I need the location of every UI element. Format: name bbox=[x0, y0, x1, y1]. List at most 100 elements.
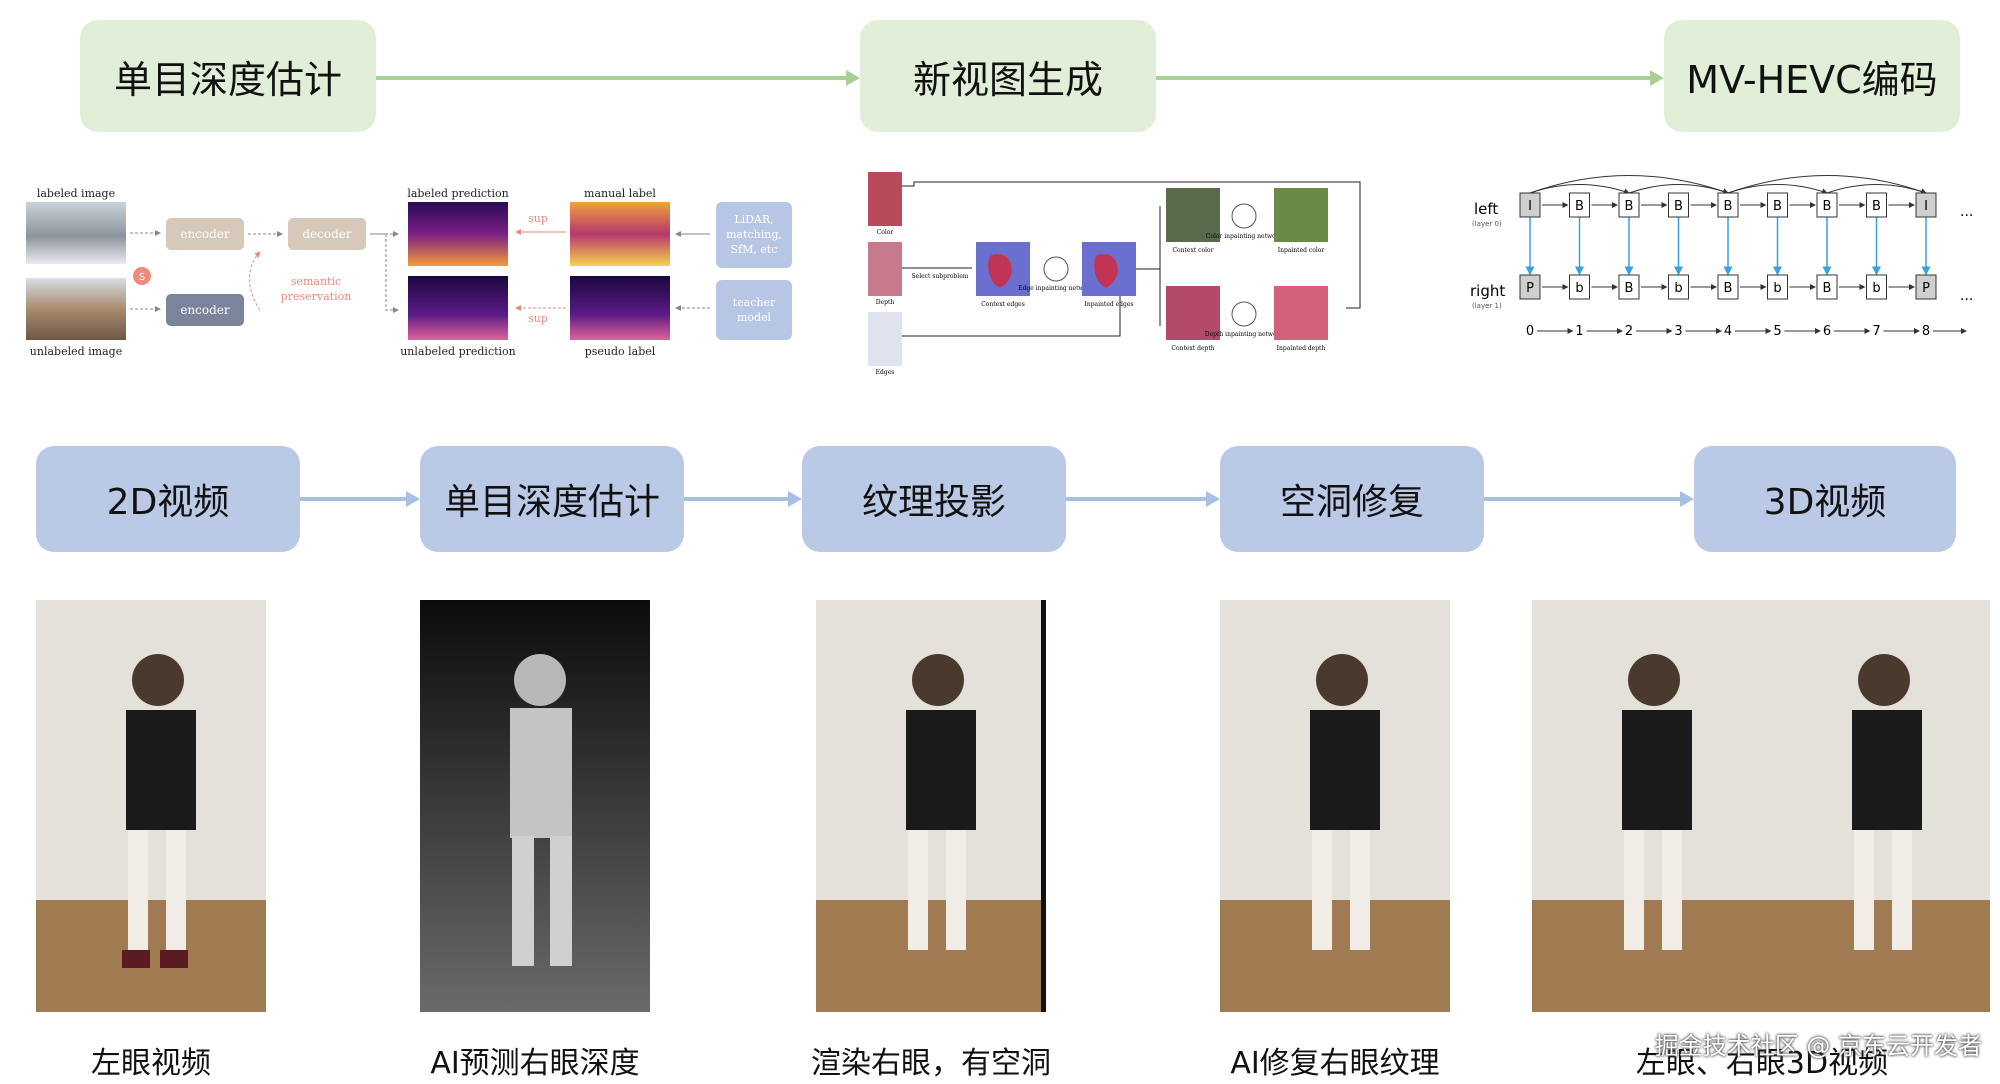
mvhevc-prediction-diagram: left (layer 0) right (layer 1) IP0Bb1BB2… bbox=[1470, 175, 1973, 339]
frame-label: B bbox=[1575, 199, 1584, 214]
frame-box bbox=[1618, 192, 1640, 218]
svg-text:Edges: Edges bbox=[876, 369, 895, 376]
svg-text:Select subproblem: Select subproblem bbox=[912, 273, 969, 280]
frame-tick: 3 bbox=[1674, 324, 1682, 339]
svg-text:matching,: matching, bbox=[726, 228, 782, 241]
top-arrow-2 bbox=[1156, 70, 1664, 86]
frame-label: B bbox=[1773, 199, 1782, 214]
svg-text:SfM, etc: SfM, etc bbox=[731, 243, 778, 256]
svg-text:Depth inpainting network: Depth inpainting network bbox=[1205, 331, 1284, 338]
label-unlabeled-image: unlabeled image bbox=[30, 345, 122, 358]
svg-text:Inpainted depth: Inpainted depth bbox=[1277, 345, 1326, 352]
frame-tick: 4 bbox=[1724, 324, 1732, 339]
lidar-block bbox=[716, 202, 792, 268]
label-labeled-image: labeled image bbox=[37, 187, 115, 200]
ref-arc bbox=[1529, 184, 1630, 195]
frame-box bbox=[1816, 274, 1838, 300]
svg-text:Inpainted edges: Inpainted edges bbox=[1084, 301, 1133, 308]
frame-tick: 0 bbox=[1526, 324, 1534, 339]
frame-box bbox=[1767, 274, 1788, 300]
svg-text:right: right bbox=[1470, 282, 1505, 300]
svg-text:left: left bbox=[1474, 200, 1498, 218]
unlabeled-image-thumb bbox=[26, 278, 126, 340]
frame-label: B bbox=[1823, 281, 1832, 296]
frame-box bbox=[1866, 192, 1887, 218]
mid-arrow-4 bbox=[1484, 491, 1694, 507]
svg-text:preservation: preservation bbox=[281, 290, 352, 303]
frame-tick: 5 bbox=[1773, 324, 1781, 339]
ref-arc bbox=[1826, 184, 1927, 195]
svg-text:sup: sup bbox=[528, 312, 548, 325]
frame-box bbox=[1668, 274, 1689, 300]
depth-estimation-diagram: labeled image unlabeled image S encoder … bbox=[26, 187, 792, 358]
ref-arc bbox=[1628, 184, 1729, 195]
frame-tick: 6 bbox=[1823, 324, 1831, 339]
frame-label: B bbox=[1724, 281, 1733, 296]
unlabeled-prediction-map bbox=[408, 276, 508, 340]
frame-label: b bbox=[1773, 281, 1781, 296]
inpainted-right-photo bbox=[1220, 600, 1450, 1012]
svg-text:pseudo label: pseudo label bbox=[585, 345, 656, 358]
frame-box bbox=[1717, 192, 1739, 218]
frame-box bbox=[1866, 274, 1887, 300]
frame-label: P bbox=[1526, 281, 1534, 296]
frame-box bbox=[1519, 192, 1541, 218]
frame-tick: 1 bbox=[1575, 324, 1583, 339]
frame-label: I bbox=[1528, 199, 1532, 214]
mid-arrow-3 bbox=[1066, 491, 1220, 507]
flow-step-3d-video: 3D视频 bbox=[1694, 446, 1956, 552]
stereo-left-photo bbox=[1532, 600, 1762, 1012]
svg-text:Context edges: Context edges bbox=[981, 301, 1025, 308]
flow-step-novel-view: 新视图生成 bbox=[860, 20, 1156, 132]
svg-text:unlabeled prediction: unlabeled prediction bbox=[400, 345, 516, 358]
watermark: 掘金技术社区 @ 京东云开发者 bbox=[1654, 1032, 1982, 1060]
frame-label: I bbox=[1924, 199, 1928, 214]
svg-text:encoder: encoder bbox=[180, 303, 230, 317]
frame-label: B bbox=[1823, 199, 1832, 214]
top-arrow-1 bbox=[376, 70, 860, 86]
frame-box bbox=[1569, 274, 1590, 300]
caption-left-eye: 左眼视频 bbox=[91, 1046, 211, 1081]
frame-box bbox=[1668, 192, 1689, 218]
svg-text:model: model bbox=[737, 311, 772, 324]
svg-text:(layer 0): (layer 0) bbox=[1472, 220, 1502, 228]
svg-text:S: S bbox=[139, 272, 145, 283]
svg-text:labeled prediction: labeled prediction bbox=[407, 187, 508, 200]
caption-depth: AI预测右眼深度 bbox=[430, 1046, 640, 1081]
svg-text:...: ... bbox=[1960, 204, 1973, 220]
caption-rendered: 渲染右眼，有空洞 bbox=[811, 1046, 1051, 1081]
frame-label: B bbox=[1625, 199, 1634, 214]
frame-box bbox=[1717, 274, 1739, 300]
flow-step-2d-video: 2D视频 bbox=[36, 446, 300, 552]
flow-step-monocular-depth: 单目深度估计 bbox=[80, 20, 376, 132]
flow-step-mvhevc: MV-HEVC编码 bbox=[1664, 20, 1960, 132]
svg-text:encoder: encoder bbox=[180, 227, 230, 241]
svg-text:decoder: decoder bbox=[302, 227, 352, 241]
frame-label: B bbox=[1625, 281, 1634, 296]
svg-text:sup: sup bbox=[528, 212, 548, 225]
frame-tick: 2 bbox=[1625, 324, 1633, 339]
frame-box bbox=[1569, 192, 1590, 218]
frame-box bbox=[1816, 192, 1838, 218]
svg-text:Depth: Depth bbox=[876, 299, 895, 306]
frame-label: B bbox=[1674, 199, 1683, 214]
frame-box bbox=[1915, 274, 1937, 300]
svg-text:Context color: Context color bbox=[1172, 247, 1213, 254]
labeled-image-thumb bbox=[26, 202, 126, 264]
decoder-block bbox=[288, 218, 366, 250]
svg-text:Color inpainting network: Color inpainting network bbox=[1206, 233, 1283, 240]
frame-box bbox=[1767, 192, 1788, 218]
flow-step-hole-filling: 空洞修复 bbox=[1220, 446, 1484, 552]
svg-text:Edge inpainting network: Edge inpainting network bbox=[1018, 285, 1094, 292]
ref-arc bbox=[1727, 175, 1927, 195]
frame-label: b bbox=[1674, 281, 1682, 296]
svg-text:LiDAR,: LiDAR, bbox=[734, 213, 773, 226]
svg-text:Color: Color bbox=[877, 229, 894, 236]
pseudo-label-map bbox=[570, 276, 670, 340]
right-depth-photo bbox=[420, 600, 650, 1012]
frame-box bbox=[1519, 274, 1541, 300]
rendered-right-photo bbox=[816, 600, 1046, 1012]
caption-3d: 左眼、右眼3D视频 bbox=[1635, 1046, 1889, 1081]
s-badge bbox=[133, 267, 151, 285]
encoder-block-2 bbox=[166, 294, 244, 326]
